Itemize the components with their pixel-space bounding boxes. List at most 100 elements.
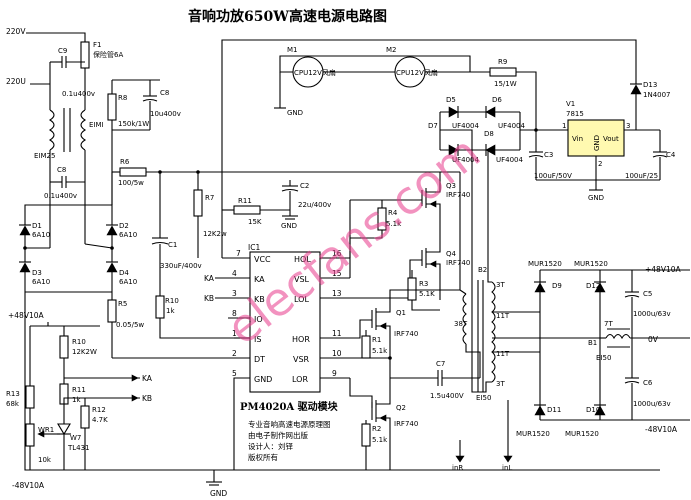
diode-d4-ref: D4 bbox=[119, 269, 129, 277]
resistor-r10b-value: 12K2W bbox=[72, 348, 97, 356]
rail-plus48-left: +48V10A bbox=[8, 311, 45, 320]
cap-c7-value: 1.5u400V bbox=[430, 392, 464, 400]
mosfet-q1-value: IRF740 bbox=[394, 330, 418, 338]
ground-bus: GND bbox=[24, 292, 660, 498]
rail-220u-label: 220U bbox=[6, 77, 26, 86]
ic1-pin15-num: 15 bbox=[332, 269, 342, 278]
ac-input-section: 220V 220U F1 保险管6A C9 0.1u400v EIMI EIM2… bbox=[6, 27, 137, 293]
resistor-r2 bbox=[361, 423, 371, 447]
resistor-r3 bbox=[407, 277, 417, 301]
resistor-r10b-ref: R10 bbox=[72, 338, 86, 346]
inductor-b1-ref: B1 bbox=[588, 339, 597, 347]
ic1-pin5-name: GND bbox=[254, 375, 272, 384]
tap-11t-top-label: 11T bbox=[496, 312, 510, 320]
transformer-b2-value: EI50 bbox=[476, 394, 491, 402]
hv-bus-section: R8 150k/1W C8 10u400v R6 100/5w R7 12K2w… bbox=[107, 79, 460, 358]
resistor-r1-value: 5.1k bbox=[372, 347, 388, 355]
cap-c5-value: 1000u/63v bbox=[633, 310, 671, 318]
regulator-v1-ref: V1 bbox=[566, 100, 575, 108]
resistor-r7-ref: R7 bbox=[205, 194, 214, 202]
ic1-pin16-num: 16 bbox=[332, 249, 342, 258]
diode-d11-value: MUR1520 bbox=[516, 430, 550, 438]
tap-3t-bottom-label: 3T bbox=[496, 380, 505, 388]
resistor-r11a-ref: R11 bbox=[238, 197, 252, 205]
signal-inl-label: inL bbox=[502, 464, 512, 472]
tap-3t-top-label: 3T bbox=[496, 281, 505, 289]
mosfet-q3-value: IRF740 bbox=[446, 191, 470, 199]
rail-plus48-right: +48V10A bbox=[645, 265, 682, 274]
note-line-1: 专业音响高速电源原理图 bbox=[248, 419, 331, 429]
ic1-pin1-num: 1 bbox=[232, 329, 237, 338]
mosfet-q4-ref: Q4 bbox=[446, 250, 457, 258]
ic1-pin8-name: IO bbox=[254, 315, 263, 324]
mosfet-q1-ref: Q1 bbox=[396, 309, 406, 317]
diode-d5-value: UF4004 bbox=[452, 122, 480, 130]
resistor-r13 bbox=[25, 385, 35, 409]
gnd-c2-label: GND bbox=[281, 222, 297, 230]
fan-m1-ref: M1 bbox=[287, 46, 298, 54]
rail-0v: 0V bbox=[648, 335, 659, 344]
ic1-pin2-num: 2 bbox=[232, 349, 237, 358]
r11-c2-section: R11 15K C2 22u/400v GND bbox=[221, 172, 331, 258]
diode-d11 bbox=[534, 405, 546, 416]
diode-d9-value: MUR1520 bbox=[528, 260, 562, 268]
diode-d8-value: UF4004 bbox=[496, 156, 524, 164]
resistor-r9-value: 15/1W bbox=[494, 80, 517, 88]
diode-d6-ref: D6 bbox=[492, 96, 502, 104]
resistor-r13-value: 68k bbox=[6, 400, 20, 408]
fan-m1-value: CPU12V风扇 bbox=[294, 68, 336, 77]
diode-d12-ref: D12 bbox=[586, 282, 600, 290]
resistor-r6 bbox=[119, 167, 147, 177]
potentiometer-wr1-value: 10k bbox=[38, 456, 52, 464]
ic1-module-title: PM4020A 驱动模块 bbox=[240, 400, 339, 413]
shunt-regulator-w7-ref: W7 bbox=[70, 434, 81, 442]
ic1-pin2-name: DT bbox=[254, 355, 265, 364]
diode-d8-ref: D8 bbox=[484, 130, 494, 138]
resistor-r8-value: 150k/1W bbox=[118, 120, 149, 128]
diode-d2-ref: D2 bbox=[119, 222, 129, 230]
choke-eim25-label: EIM25 bbox=[34, 152, 55, 160]
resistor-r8-ref: R8 bbox=[118, 94, 127, 102]
transformer-b2-ref: B2 bbox=[478, 266, 487, 274]
rail-minus48-left: -48V10A bbox=[12, 481, 45, 490]
fb-kb-label: KB bbox=[142, 394, 152, 403]
resistor-r2-value: 5.1k bbox=[372, 436, 388, 444]
diagram-title: 音响功放650W高速电源电路图 bbox=[188, 8, 387, 25]
resistor-r5 bbox=[107, 299, 117, 323]
fuse-f1 bbox=[80, 41, 90, 69]
cap-c5-ref: C5 bbox=[643, 290, 652, 298]
gnd-bottom-label: GND bbox=[210, 489, 227, 498]
resistor-r11b-ref: R11 bbox=[72, 386, 86, 394]
ic1-driver: IC1 7 VCC 4 KA KA 3 KB KB 8 IO 1 IS 2 DT… bbox=[112, 243, 350, 413]
ic1-ref: IC1 bbox=[248, 243, 260, 252]
ic1-ka-out-label: KA bbox=[204, 274, 215, 283]
ic1-pin8-num: 8 bbox=[232, 309, 237, 318]
ic1-pin4-num: 4 bbox=[232, 269, 237, 278]
cap-c3-value: 100uF/50V bbox=[534, 172, 572, 180]
shunt-regulator-w7 bbox=[57, 423, 71, 436]
design-notes: 专业音响高速电源原理图 由电子制作网出版 设计人：刘铎 版权所有 bbox=[248, 419, 331, 462]
regulator-pin2: 2 bbox=[598, 160, 602, 168]
diode-d9 bbox=[534, 282, 546, 293]
ic1-pin10-num: 10 bbox=[332, 349, 342, 358]
ic1-pin7-name: VCC bbox=[254, 255, 271, 264]
resistor-r4-ref: R4 bbox=[388, 209, 398, 217]
ic1-kb-out-label: KB bbox=[204, 294, 214, 303]
feedback-section: +48V10A R10 12K2W KA R11 1k KB R12 4.7K … bbox=[6, 311, 153, 490]
resistor-r9-ref: R9 bbox=[498, 58, 507, 66]
transformer-b2: 38T B2 EI50 3T 11T 11T 3T inR inL bbox=[440, 129, 600, 472]
ic1-pin11-name: HOR bbox=[292, 335, 310, 344]
cap-c6-ref: C6 bbox=[643, 379, 653, 387]
inductor-7t-label: 7T bbox=[604, 320, 613, 328]
rail-minus48-right: -48V10A bbox=[645, 425, 678, 434]
regulator-pin1: 1 bbox=[562, 122, 566, 130]
resistor-r11a-value: 15K bbox=[248, 218, 262, 226]
inductor-b1-value: EI50 bbox=[596, 354, 611, 362]
resistor-r12 bbox=[80, 405, 90, 429]
fan-regulator-section: CPU12V风扇 M1 CPU12V风扇 M2 GND R9 15/1W D5 … bbox=[221, 39, 676, 202]
gnd-fan-label: GND bbox=[287, 109, 303, 117]
diode-d6 bbox=[485, 106, 496, 118]
resistor-r7-value: 12K2w bbox=[203, 230, 227, 238]
gnd-c3-label: GND bbox=[588, 194, 604, 202]
